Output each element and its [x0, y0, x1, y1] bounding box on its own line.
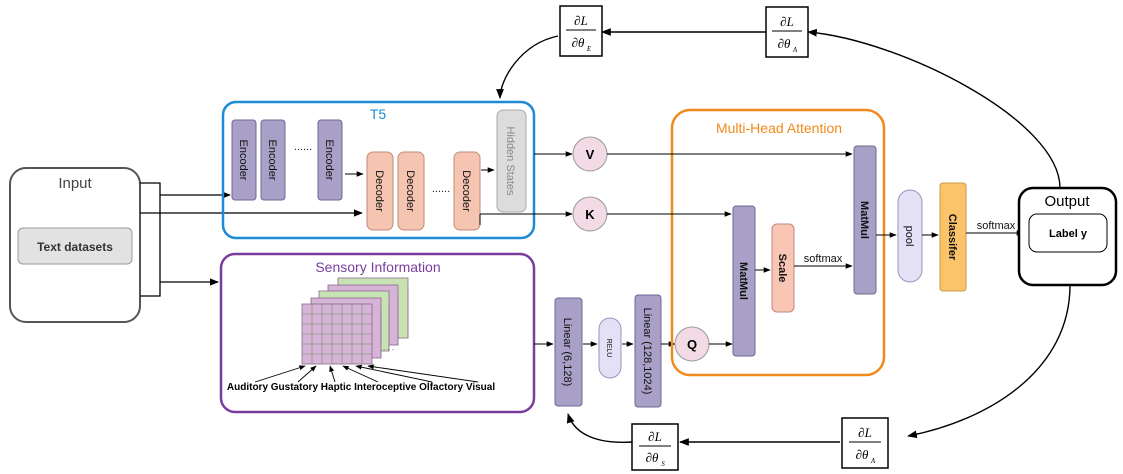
linear-128-1024: Linear (128,1024) — [635, 295, 661, 407]
svg-text:Encoder: Encoder — [237, 140, 249, 181]
encoder-3: Encoder — [318, 120, 342, 200]
linear-6-128: Linear (6,128) — [555, 298, 582, 406]
svg-text:A: A — [792, 46, 798, 54]
modalities-label: Auditory Gustatory Haptic Interoceptive … — [227, 382, 495, 393]
sensory-block: Sensory Information . . . — [221, 254, 534, 412]
modality-arrows — [255, 366, 478, 382]
svg-text:Decoder: Decoder — [404, 170, 416, 212]
gradient-box-bottom-right: ∂L ∂θ A — [842, 418, 888, 468]
classifier: Classifer — [940, 183, 966, 291]
svg-text:Linear (6,128): Linear (6,128) — [561, 318, 573, 387]
svg-text:∂L: ∂L — [780, 14, 794, 29]
svg-text:Decoder: Decoder — [460, 170, 472, 212]
svg-text:Scale: Scale — [776, 254, 788, 283]
svg-text:∂L: ∂L — [858, 425, 872, 440]
svg-text:RELU: RELU — [605, 339, 612, 358]
svg-text:Q: Q — [687, 337, 697, 352]
sensory-grid-stack: . . . — [302, 278, 408, 364]
mlp-block: Linear (6,128) RELU Linear (128,1024) — [534, 295, 675, 407]
svg-text:Decoder: Decoder — [373, 170, 385, 212]
sensory-title: Sensory Information — [315, 259, 440, 275]
t5-block: T5 Encoder Encoder ...... Encoder Decode… — [223, 102, 534, 238]
t5-title: T5 — [370, 106, 387, 122]
svg-text:Linear (128,1024): Linear (128,1024) — [641, 308, 653, 395]
input-block: Input Text datasets — [10, 168, 140, 322]
input-title: Input — [58, 175, 92, 192]
svg-text:Classifer: Classifer — [946, 214, 958, 261]
hidden-states: Hidden States — [497, 110, 526, 212]
attention-title: Multi-Head Attention — [716, 120, 842, 136]
decoder-3: Decoder — [454, 152, 480, 230]
svg-text:K: K — [585, 207, 595, 222]
svg-text:MatMul: MatMul — [737, 262, 749, 300]
matmul-inner: MatMul — [733, 206, 755, 356]
svg-text:Encoder: Encoder — [323, 140, 335, 181]
svg-text:∂L: ∂L — [648, 429, 662, 444]
decoder-1: Decoder — [367, 152, 393, 230]
svg-text:MatMul: MatMul — [858, 201, 870, 239]
svg-text:∂L: ∂L — [574, 13, 588, 28]
svg-text:S: S — [661, 460, 665, 468]
gradient-box-top-right: ∂L ∂θ A — [766, 7, 808, 57]
svg-text:Encoder: Encoder — [266, 140, 278, 181]
svg-text:∂θ: ∂θ — [856, 447, 869, 462]
output-block: Output Label y — [1019, 188, 1116, 285]
scale: Scale — [772, 224, 794, 312]
encoder-1: Encoder — [232, 120, 256, 200]
gradient-box-top-left: ∂L ∂θ E — [560, 6, 602, 56]
svg-text:E: E — [586, 45, 592, 53]
svg-text:∂θ: ∂θ — [778, 36, 791, 51]
decoder-ellipsis: ...... — [432, 183, 450, 195]
encoder-2: Encoder — [261, 120, 285, 200]
softmax-inner-label: softmax — [804, 253, 843, 265]
v-node: V — [534, 137, 607, 171]
svg-text:V: V — [586, 147, 595, 162]
gradient-box-bottom-left: ∂L ∂θ S — [632, 424, 678, 470]
svg-text:. . .: . . . — [383, 343, 394, 352]
q-node: Q — [675, 327, 732, 361]
svg-text:pool: pool — [903, 226, 915, 247]
encoder-ellipsis: ...... — [294, 141, 312, 153]
output-title: Output — [1044, 193, 1090, 210]
matmul-outer: MatMul — [854, 146, 876, 294]
softmax-output-label: softmax — [977, 220, 1016, 232]
label-y: Label y — [1049, 228, 1088, 240]
relu: RELU — [599, 318, 621, 378]
svg-text:A: A — [870, 457, 876, 465]
text-datasets-label: Text datasets — [37, 240, 113, 254]
svg-text:Hidden States: Hidden States — [504, 126, 516, 196]
decoder-2: Decoder — [398, 152, 424, 230]
svg-text:∂θ: ∂θ — [646, 450, 659, 465]
pool: pool — [898, 190, 922, 282]
svg-text:∂θ: ∂θ — [572, 35, 585, 50]
